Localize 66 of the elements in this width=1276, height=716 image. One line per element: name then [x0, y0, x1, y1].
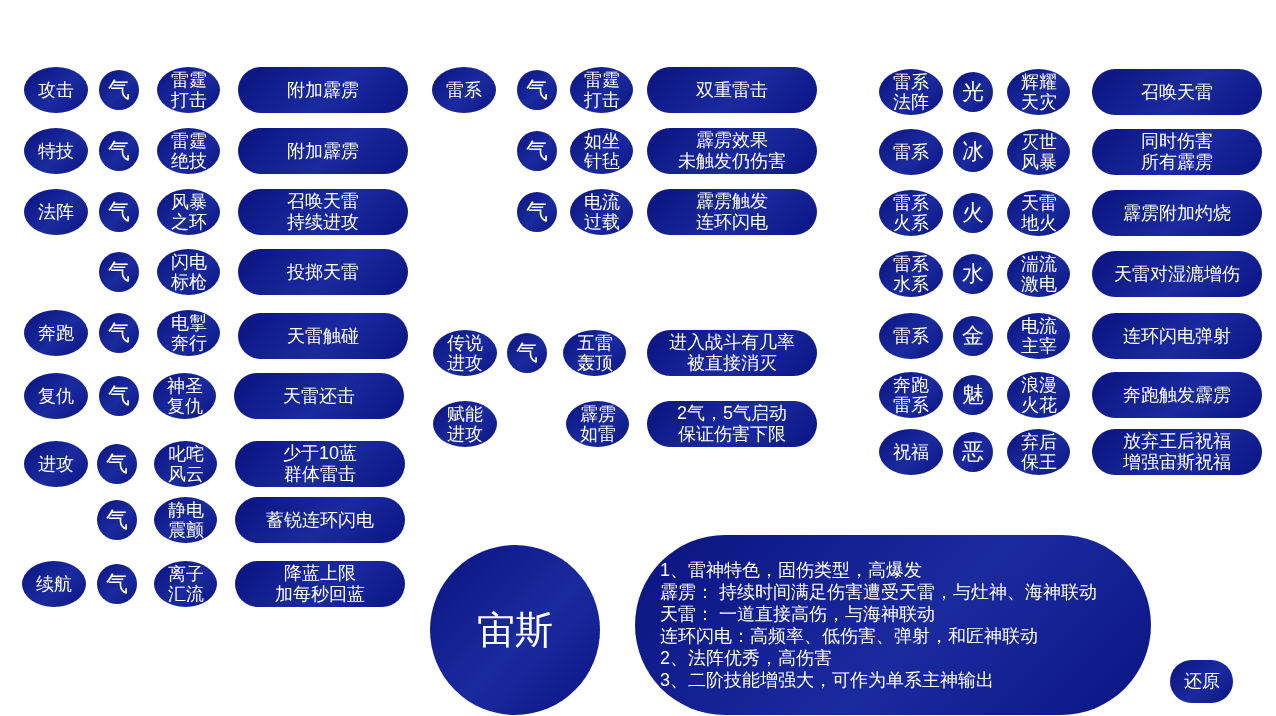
category-pill: 复仇 [24, 373, 88, 419]
category-pill: 雷系火系 [879, 190, 943, 236]
skill-pill: 静电震颤 [154, 497, 217, 543]
skill-pill: 天雷地火 [1007, 190, 1070, 236]
effect-pill: 天雷对湿漉增伤 [1092, 251, 1262, 297]
category-pill: 法阵 [24, 189, 88, 235]
effect-pill: 天雷触碰 [238, 313, 408, 359]
skill-pill: 风暴之环 [157, 189, 220, 235]
skill-pill: 弃后保王 [1007, 429, 1070, 475]
category-pill: 攻击 [24, 67, 88, 113]
effect-pill: 奔跑触发霹雳 [1092, 372, 1262, 418]
note-line: 霹雳： 持续时间满足伤害遭受天雷，与灶神、海神联动 [660, 581, 1097, 603]
effect-pill: 蓄锐连环闪电 [235, 497, 405, 543]
category-pill: 续航 [22, 561, 86, 607]
effect-pill: 霹雳触发连环闪电 [647, 189, 817, 235]
effect-pill: 双重雷击 [647, 67, 817, 113]
skill-pill: 辉耀天灾 [1007, 69, 1070, 115]
note-line: 1、雷神特色，固伤类型，高爆发 [660, 559, 922, 581]
effect-pill: 霹雳效果未触发仍伤害 [647, 128, 817, 174]
skill-pill: 雷霆打击 [570, 67, 633, 113]
category-pill: 雷系 [879, 129, 943, 175]
note-line: 3、二阶技能增强大，可作为单系主神输出 [660, 669, 994, 691]
skill-pill: 灭世风暴 [1007, 129, 1070, 175]
note-line: 2、法阵优秀，高伤害 [660, 647, 832, 669]
skill-pill: 如坐针毡 [570, 128, 633, 174]
effect-pill: 投掷天雷 [238, 249, 408, 295]
skill-pill: 浪漫火花 [1007, 372, 1070, 418]
note-line: 天雷： 一道直接高伤，与海神联动 [660, 603, 935, 625]
category-pill: 雷系法阵 [879, 69, 943, 115]
category-pill: 奔跑 [24, 310, 88, 356]
skill-pill: 霹雳如雷 [566, 401, 629, 447]
category-pill: 奔跑雷系 [879, 372, 943, 418]
skill-pill: 神圣复仇 [153, 373, 216, 419]
category-pill: 赋能进攻 [433, 401, 497, 447]
effect-pill: 连环闪电弹射 [1092, 313, 1262, 359]
category-pill: 雷系水系 [879, 251, 943, 297]
effect-pill: 附加霹雳 [238, 67, 408, 113]
category-pill: 雷系 [879, 313, 943, 359]
note-line: 连环闪电：高频率、低伤害、弹射，和匠神联动 [660, 625, 1038, 647]
skill-pill: 闪电标枪 [157, 249, 220, 295]
effect-pill: 降蓝上限加每秒回蓝 [235, 561, 405, 607]
effect-pill: 进入战斗有几率被直接消灭 [647, 330, 817, 376]
skill-pill: 湍流激电 [1007, 251, 1070, 297]
skill-pill: 五雷轰顶 [563, 330, 626, 376]
category-pill: 传说进攻 [433, 330, 497, 376]
category-pill: 进攻 [24, 441, 88, 487]
effect-pill: 2气，5气启动保证伤害下限 [647, 401, 817, 447]
effect-pill: 召唤天雷持续进攻 [238, 189, 408, 235]
effect-pill: 附加霹雳 [238, 128, 408, 174]
category-pill: 祝福 [879, 429, 943, 475]
skill-pill: 电流过载 [570, 189, 633, 235]
skill-pill: 离子汇流 [154, 561, 217, 607]
restore-button: 还原 [1170, 659, 1233, 703]
skill-pill: 电掣奔行 [157, 310, 220, 356]
skill-pill: 叱咤风云 [154, 441, 217, 487]
effect-pill: 天雷还击 [234, 373, 404, 419]
category-pill: 雷系 [432, 67, 496, 113]
effect-pill: 同时伤害所有霹雳 [1092, 129, 1262, 175]
effect-pill: 少于10蓝群体雷击 [235, 441, 405, 487]
effect-pill: 放弃王后祝福增强宙斯祝福 [1092, 429, 1262, 475]
effect-pill: 霹雳附加灼烧 [1092, 190, 1262, 236]
skill-pill: 电流主宰 [1007, 313, 1070, 359]
category-pill: 特技 [24, 128, 88, 174]
skill-pill: 雷霆打击 [157, 67, 220, 113]
skill-pill: 雷霆绝技 [157, 128, 220, 174]
effect-pill: 召唤天雷 [1092, 69, 1262, 115]
